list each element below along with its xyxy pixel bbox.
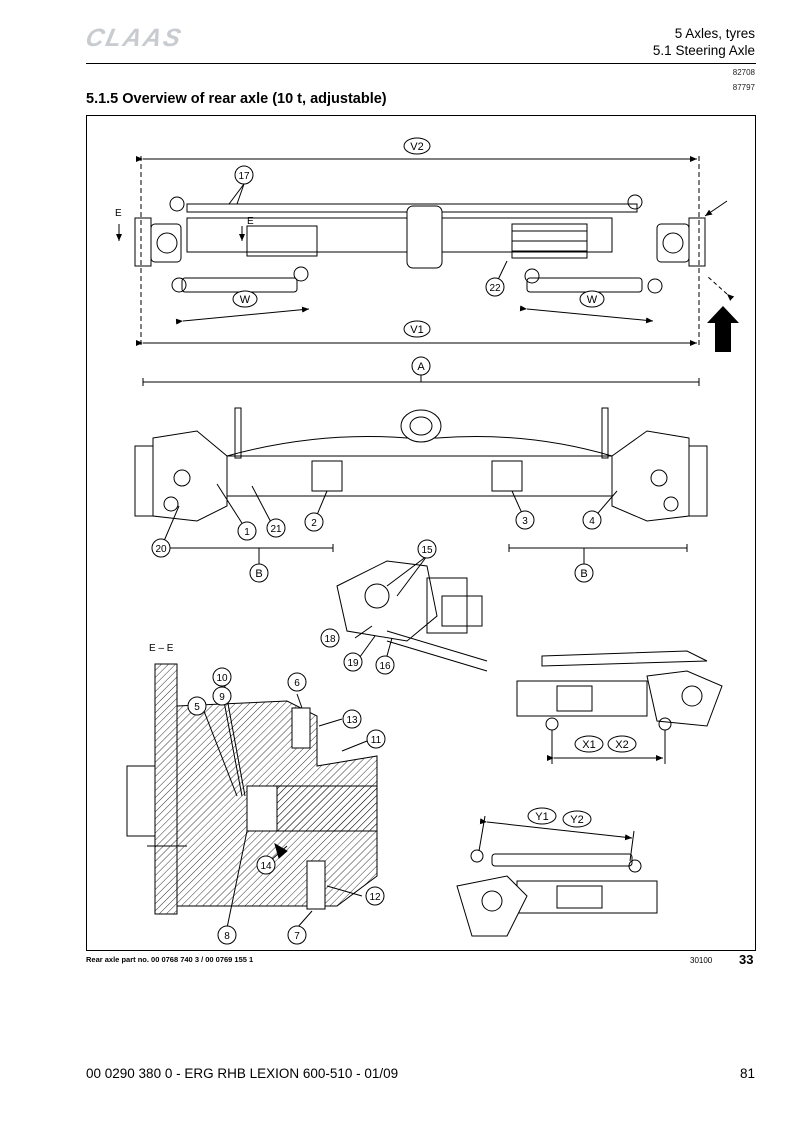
top-view bbox=[116, 156, 735, 348]
y-dimension-labels: Y1 Y2 bbox=[527, 807, 592, 828]
callout-18: 18 bbox=[324, 634, 336, 645]
view-b-right-label: B bbox=[580, 568, 587, 580]
footer-page-number: 81 bbox=[739, 1066, 755, 1081]
steering-knuckle-detail bbox=[336, 555, 488, 672]
callout-1: 1 bbox=[244, 527, 250, 538]
front-view bbox=[134, 374, 708, 564]
callout-8: 8 bbox=[224, 931, 230, 942]
dim-x1-label: X1 bbox=[582, 739, 595, 751]
callout-3: 3 bbox=[522, 516, 528, 527]
callout-17: 17 bbox=[238, 171, 250, 182]
dim-w-left-label: W bbox=[240, 294, 251, 306]
callout-12: 12 bbox=[369, 892, 381, 903]
header-rule bbox=[86, 63, 756, 64]
dim-y1-label: Y1 bbox=[535, 811, 548, 823]
page-title: 5.1.5 Overview of rear axle (10 t, adjus… bbox=[86, 91, 387, 107]
reference-code-2: 87797 bbox=[732, 83, 755, 92]
callout-16: 16 bbox=[379, 661, 391, 672]
callout-14: 14 bbox=[260, 861, 272, 872]
y-dimension-view bbox=[456, 815, 658, 937]
callout-22: 22 bbox=[489, 283, 501, 294]
callout-13: 13 bbox=[346, 715, 358, 726]
section-title: 5.1 Steering Axle bbox=[652, 43, 755, 58]
callout-19: 19 bbox=[347, 658, 359, 669]
callout-20: 20 bbox=[155, 544, 167, 555]
figure-frame: V2 V1 W W E E 17 22 bbox=[86, 115, 756, 951]
footer-document-id: 00 0290 380 0 - ERG RHB LEXION 600-510 -… bbox=[86, 1066, 399, 1081]
reference-code-1: 82708 bbox=[732, 68, 755, 77]
figure-page: 33 bbox=[739, 952, 754, 967]
figure-caption: Rear axle part no. 00 0768 740 3 / 00 07… bbox=[86, 955, 254, 964]
callout-9: 9 bbox=[219, 692, 225, 703]
callout-6: 6 bbox=[294, 678, 300, 689]
callout-7: 7 bbox=[294, 931, 300, 942]
view-b-left-label: B bbox=[255, 568, 262, 580]
rear-axle-drawing: V2 V1 W W E E 17 22 bbox=[115, 137, 739, 945]
callout-10: 10 bbox=[216, 673, 228, 684]
dim-y2-label: Y2 bbox=[570, 814, 583, 826]
callout-11: 11 bbox=[371, 735, 382, 746]
dim-w-right-label: W bbox=[587, 294, 598, 306]
section-e-label-left: E bbox=[115, 208, 122, 219]
claas-logo: CLAAS bbox=[83, 24, 186, 52]
callout-5: 5 bbox=[194, 702, 200, 713]
dim-v1-label: V1 bbox=[410, 324, 423, 336]
driving-direction-arrow bbox=[707, 306, 739, 352]
front-view-labels: A B B 1 21 2 3 4 20 bbox=[151, 356, 602, 583]
x-dimension-view bbox=[516, 650, 723, 764]
callout-4: 4 bbox=[589, 516, 595, 527]
dim-x2-label: X2 bbox=[615, 739, 628, 751]
dim-v2-label: V2 bbox=[410, 141, 423, 153]
section-e-e-title: E – E bbox=[149, 643, 174, 654]
section-labels: E – E 10 9 5 6 13 11 14 12 8 7 bbox=[149, 643, 386, 945]
figure-number: 30100 bbox=[690, 956, 713, 965]
view-a-label: A bbox=[417, 361, 425, 373]
top-view-labels: V2 V1 W W E E 17 22 bbox=[115, 137, 605, 338]
chapter-title: 5 Axles, tyres bbox=[674, 26, 755, 41]
callout-2: 2 bbox=[311, 518, 317, 529]
detail-labels: 15 18 19 16 bbox=[320, 539, 437, 675]
section-e-e bbox=[126, 663, 378, 929]
callout-21: 21 bbox=[270, 524, 282, 535]
callout-15: 15 bbox=[421, 545, 433, 556]
x-dimension-labels: X1 X2 bbox=[574, 735, 637, 753]
section-e-label-right: E bbox=[247, 216, 254, 227]
